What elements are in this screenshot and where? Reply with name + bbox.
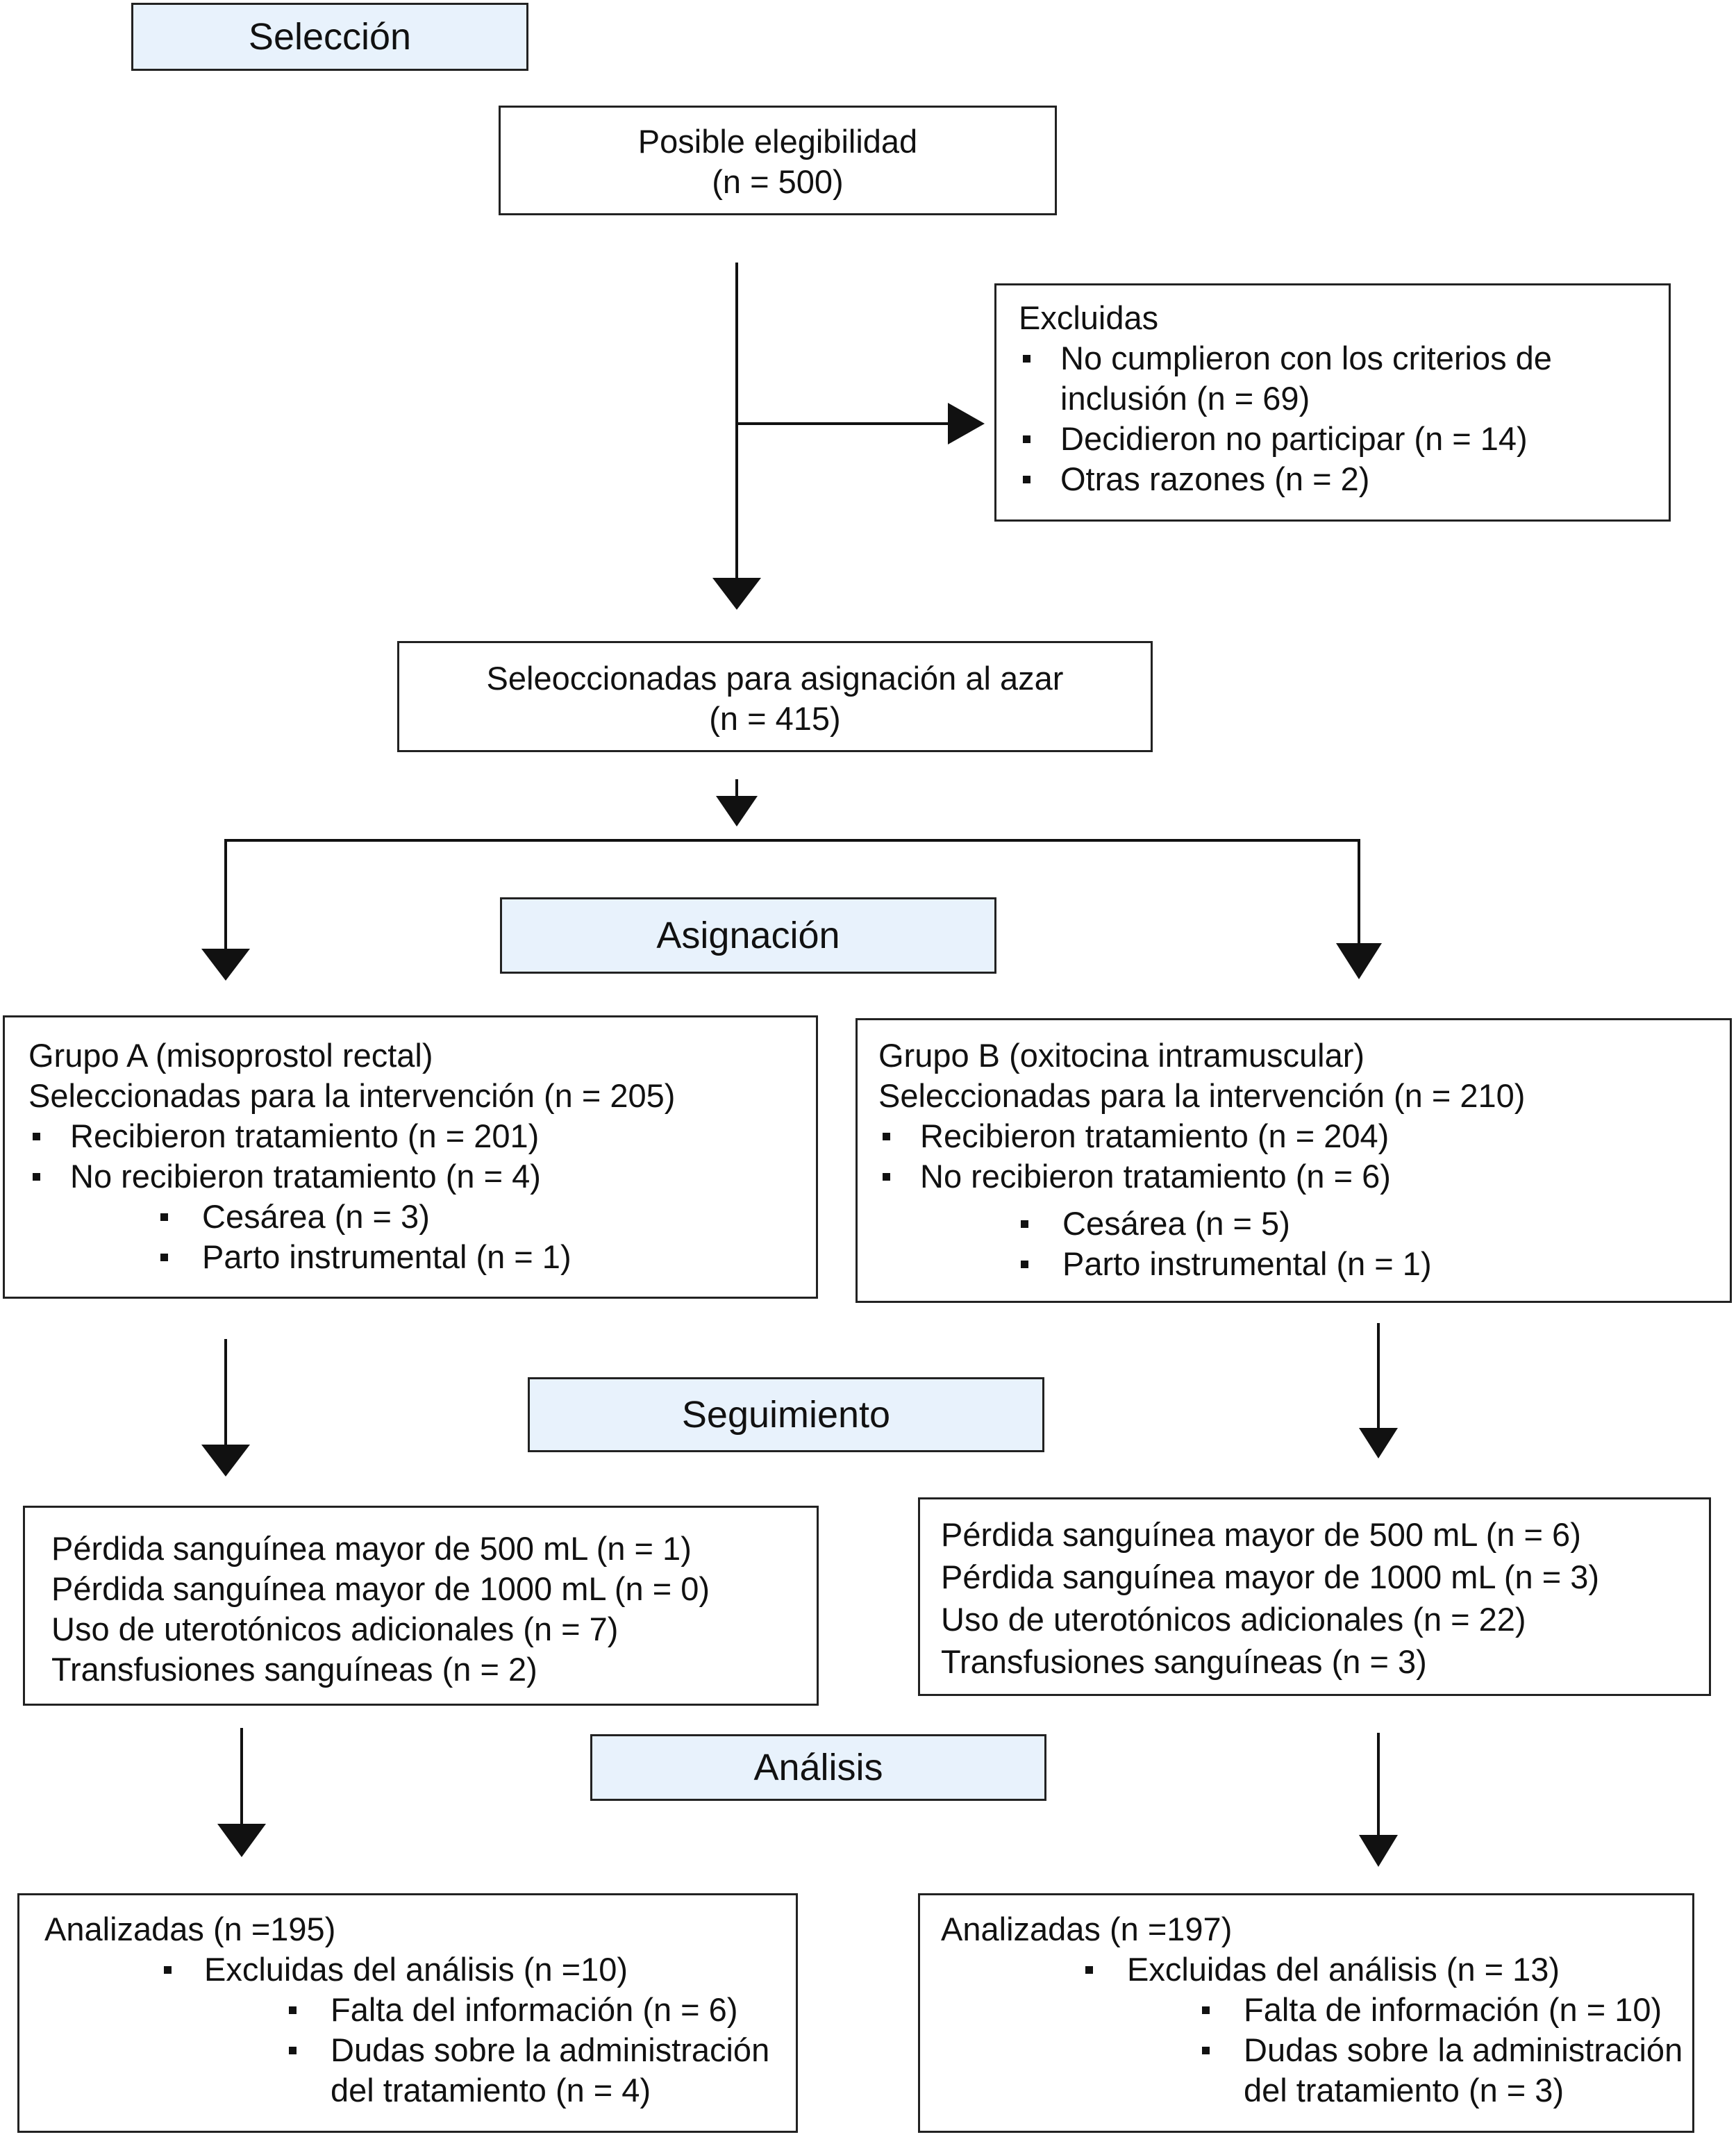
group-a-title: Grupo A (misoprostol rectal) [28, 1037, 433, 1074]
group-a-cesarea: Cesárea (n = 3) [28, 1197, 816, 1237]
analysis-a-title: Analizadas (n =195) [44, 1911, 336, 1947]
group-a-box: Grupo A (misoprostol rectal) Seleccionad… [3, 1015, 818, 1299]
connector-split [224, 839, 1360, 953]
arrowhead-to-analysis-a [217, 1824, 266, 1857]
analysis-a-box: Analizadas (n =195) Excluidas del anális… [17, 1893, 798, 2133]
followup-b-blood-loss-1000: Pérdida sanguínea mayor de 1000 mL (n = … [941, 1558, 1599, 1595]
analysis-b-missing-info: Falta de información (n = 10) [941, 1990, 1692, 2030]
arrowhead-to-excluded [948, 403, 985, 444]
analysis-b-box: Analizadas (n =197) Excluidas del anális… [918, 1893, 1694, 2133]
group-b-selected: Seleccionadas para la intervención (n = … [878, 1077, 1526, 1114]
group-b-parto-instrumental: Parto instrumental (n = 1) [878, 1244, 1730, 1284]
excluded-title: Excluidas [1019, 299, 1159, 336]
analysis-b-doubts: Dudas sobre la administración [941, 2030, 1692, 2070]
analysis-a-doubts-continued: del tratamiento (n = 4) [331, 2072, 651, 2109]
arrowhead-to-group-b [1336, 943, 1382, 979]
randomized-title: Seleoccionadas para asignación al azar [486, 660, 1064, 697]
arrowhead-to-group-a [201, 949, 250, 981]
arrowhead-to-followup-a [201, 1445, 250, 1477]
analysis-a-doubts: Dudas sobre la administración [44, 2030, 796, 2070]
phase-label-asignacion: Asignación [500, 897, 996, 974]
group-b-cesarea: Cesárea (n = 5) [878, 1204, 1730, 1244]
analysis-a-missing-info: Falta del información (n = 6) [44, 1990, 796, 2030]
group-a-received: Recibieron tratamiento (n = 201) [28, 1116, 816, 1156]
arrowhead-to-followup-b [1359, 1428, 1398, 1458]
followup-b-blood-loss-500: Pérdida sanguínea mayor de 500 mL (n = 6… [941, 1516, 1581, 1553]
analysis-b-title: Analizadas (n =197) [941, 1911, 1233, 1947]
followup-a-transfusions: Transfusiones sanguíneas (n = 2) [51, 1651, 537, 1688]
group-b-not-received: No recibieron tratamiento (n = 6) [878, 1156, 1730, 1197]
followup-a-uterotonics: Uso de uterotónicos adicionales (n = 7) [51, 1611, 619, 1647]
eligibility-box: Posible elegibilidad (n = 500) [499, 106, 1057, 215]
arrowhead-randomized-split [716, 796, 758, 826]
eligibility-count: (n = 500) [712, 163, 844, 200]
arrowhead-to-randomized [712, 578, 761, 610]
group-b-title: Grupo B (oxitocina intramuscular) [878, 1037, 1365, 1074]
excluded-item-declined: Decidieron no participar (n = 14) [1019, 419, 1669, 459]
followup-b-transfusions: Transfusiones sanguíneas (n = 3) [941, 1643, 1427, 1680]
phase-label-analisis: Análisis [590, 1734, 1046, 1801]
phase-label-seguimiento: Seguimiento [528, 1377, 1044, 1452]
randomized-box: Seleoccionadas para asignación al azar (… [397, 641, 1153, 752]
excluded-item-criteria-continued: inclusión (n = 69) [1060, 380, 1310, 417]
analysis-b-excluded: Excluidas del análisis (n = 13) [941, 1949, 1692, 1990]
excluded-box: Excluidas No cumplieron con los criterio… [994, 283, 1671, 522]
phase-label-seleccion: Selección [131, 3, 528, 71]
analysis-a-excluded: Excluidas del análisis (n =10) [44, 1949, 796, 1990]
followup-a-blood-loss-500: Pérdida sanguínea mayor de 500 mL (n = 1… [51, 1530, 692, 1567]
followup-b-uterotonics: Uso de uterotónicos adicionales (n = 22) [941, 1601, 1526, 1638]
excluded-item-other: Otras razones (n = 2) [1019, 459, 1669, 499]
group-a-selected: Seleccionadas para la intervención (n = … [28, 1077, 676, 1114]
followup-a-box: Pérdida sanguínea mayor de 500 mL (n = 1… [23, 1506, 819, 1706]
followup-a-blood-loss-1000: Pérdida sanguínea mayor de 1000 mL (n = … [51, 1570, 710, 1607]
group-b-received: Recibieron tratamiento (n = 204) [878, 1116, 1730, 1156]
randomized-count: (n = 415) [709, 700, 841, 737]
followup-b-box: Pérdida sanguínea mayor de 500 mL (n = 6… [918, 1497, 1711, 1696]
group-b-box: Grupo B (oxitocina intramuscular) Selecc… [856, 1018, 1732, 1303]
analysis-b-doubts-continued: del tratamiento (n = 3) [1244, 2072, 1564, 2109]
eligibility-title: Posible elegibilidad [637, 123, 918, 160]
arrowhead-to-analysis-b [1359, 1835, 1398, 1867]
group-a-not-received: No recibieron tratamiento (n = 4) [28, 1156, 816, 1197]
excluded-item-criteria: No cumplieron con los criterios de [1019, 338, 1669, 379]
group-a-parto-instrumental: Parto instrumental (n = 1) [28, 1237, 816, 1277]
